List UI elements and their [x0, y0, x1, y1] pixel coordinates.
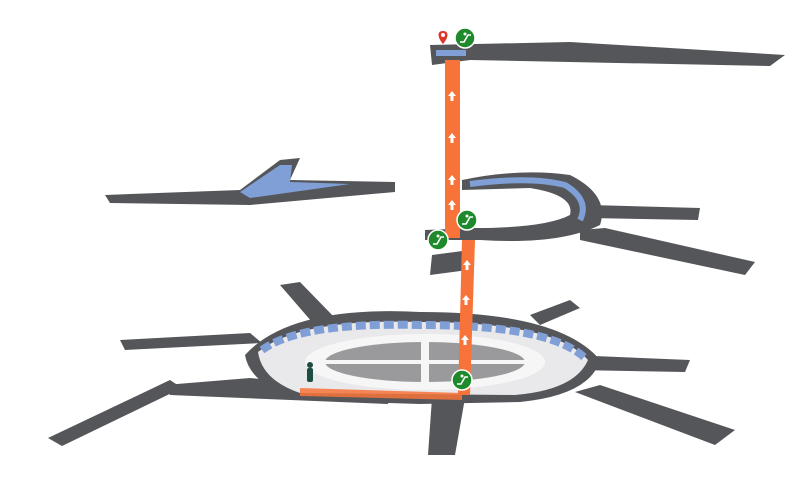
- block-mid: [430, 250, 470, 275]
- escalator-icon[interactable]: [451, 369, 473, 391]
- wing-lower-left: [48, 380, 182, 446]
- shops-top: [436, 50, 466, 56]
- escalator-icon[interactable]: [454, 27, 476, 49]
- escalator-icon[interactable]: [456, 209, 478, 231]
- person-icon: [307, 362, 313, 382]
- route-segment-ground: [300, 388, 462, 400]
- wing-north-east: [530, 300, 580, 325]
- wing-mid-left: [105, 158, 395, 205]
- floor-middle-right[interactable]: [425, 172, 755, 275]
- mid-ring: [425, 172, 602, 241]
- wing-lower-right: [575, 385, 735, 445]
- wing-upper-left: [120, 333, 262, 350]
- route-segment-vertical-lower: [458, 240, 475, 395]
- wing-south: [428, 398, 465, 455]
- floor-top[interactable]: [430, 42, 785, 66]
- wing-mid-south-east: [580, 228, 755, 275]
- escalator-icon[interactable]: [427, 229, 449, 251]
- wing-top: [430, 42, 785, 66]
- wing-north: [280, 282, 335, 322]
- route-segment-vertical-upper: [445, 60, 460, 238]
- map-pin-icon[interactable]: [438, 31, 448, 44]
- wing-east: [570, 355, 690, 372]
- shop-ring: [259, 320, 588, 362]
- wing-mid-east: [590, 205, 700, 220]
- shops-mid-ring: [469, 177, 586, 222]
- floor-middle-left[interactable]: [105, 158, 395, 205]
- floor-ground[interactable]: [48, 282, 735, 455]
- shops-mid-left: [240, 165, 350, 198]
- route: [300, 60, 475, 400]
